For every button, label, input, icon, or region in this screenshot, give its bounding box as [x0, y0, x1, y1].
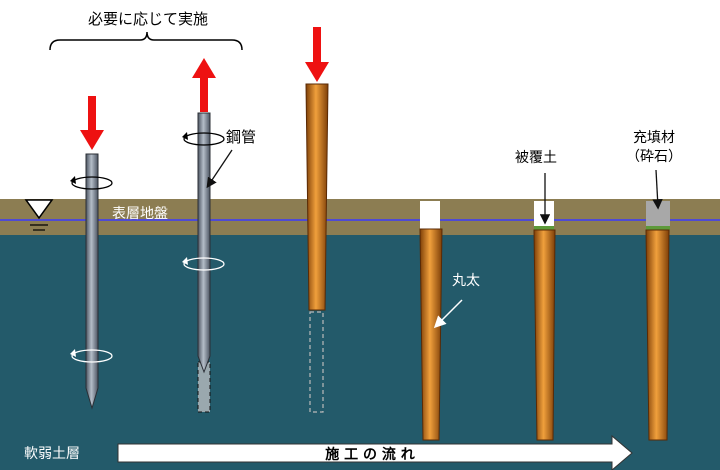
brace-bracket [49, 31, 243, 51]
log-filled-crushed-stone [645, 169, 670, 441]
steel-pipe-label: 鋼管 [226, 128, 256, 146]
steel-pipe-penetration [70, 96, 113, 410]
down-arrow-icon [80, 96, 104, 150]
rotation-arrow-icon [70, 176, 113, 190]
steel-pipe-pointer [206, 149, 233, 189]
water-level-icon [24, 199, 54, 231]
rotation-arrow-icon [70, 349, 113, 363]
as-needed-label: 必要に応じて実施 [88, 10, 208, 28]
log-covered-soil [533, 173, 556, 441]
steel-pipe-extraction [182, 58, 233, 413]
construction-flow-arrow [117, 434, 633, 470]
surface-ground-label: 表層地盤 [112, 206, 168, 222]
up-arrow-icon [192, 58, 216, 112]
filler-label-line1: 充填材 [633, 130, 675, 146]
void-top [420, 201, 440, 229]
log-pointer [433, 299, 463, 329]
log-installed [419, 201, 463, 441]
down-arrow-icon [305, 27, 329, 82]
surface-ground-layer [0, 199, 720, 235]
filler-label-line2: （砕石） [626, 149, 682, 165]
log-insertion [305, 27, 329, 413]
cover-soil-label: 被覆土 [515, 150, 557, 166]
filler-pointer [652, 169, 663, 210]
soft-layer-label: 軟弱土層 [24, 446, 80, 462]
cover-soil-top [534, 201, 554, 226]
construction-flow-label: 施 工 の 流 れ [325, 446, 415, 463]
soft-soil-layer [0, 235, 720, 470]
log-label: 丸太 [452, 273, 480, 289]
rotation-arrow-icon [182, 257, 225, 271]
rotation-arrow-icon [182, 132, 225, 146]
